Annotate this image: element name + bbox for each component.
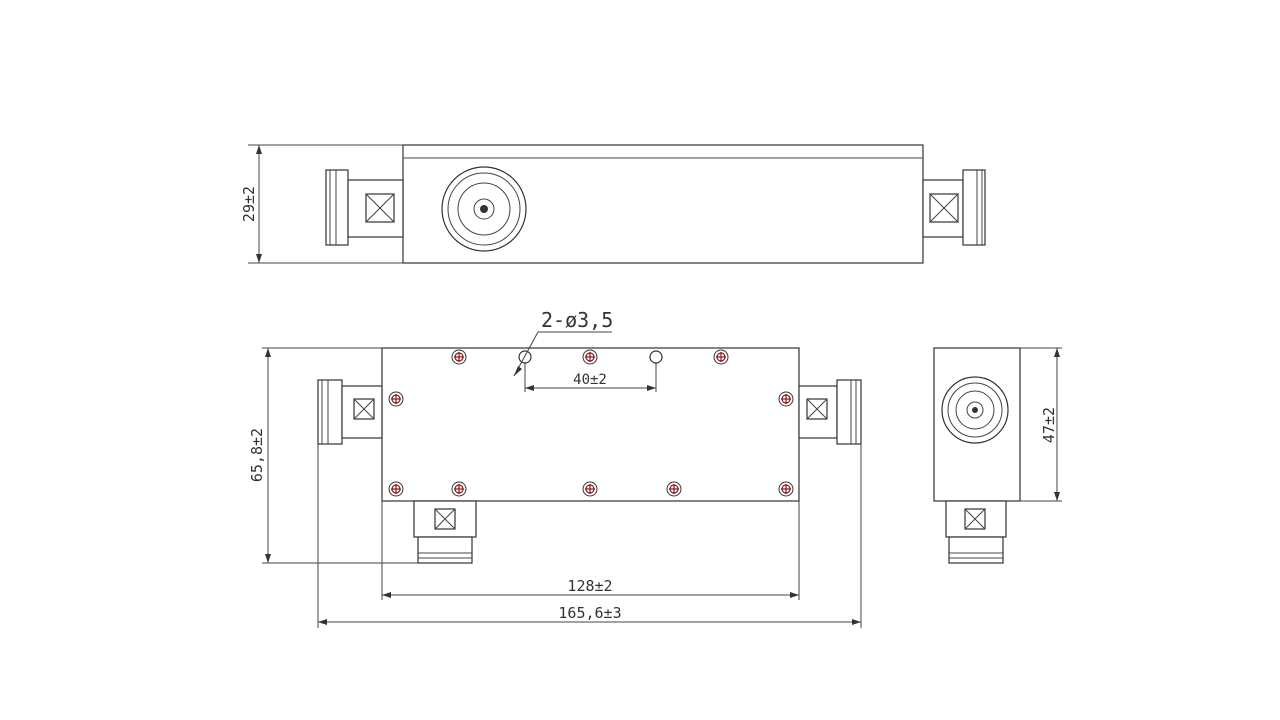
hole-callout: 2-ø3,5 — [513, 308, 613, 377]
screw-icon — [582, 481, 598, 497]
top-right-connector — [922, 169, 986, 246]
front-view: 2-ø3,5 40±2 65,8±2 128±2 — [248, 308, 862, 628]
front-bottom-connector — [413, 500, 477, 564]
dim-front-height: 65,8±2 — [248, 347, 418, 564]
top-left-connector — [325, 169, 404, 246]
dim-label-body-length: 128±2 — [567, 577, 612, 595]
screw-icon — [666, 481, 682, 497]
dim-top-height: 29±2 — [240, 144, 403, 264]
screw-icon — [451, 481, 467, 497]
dim-hole-spacing: 40±2 — [524, 362, 657, 392]
screw-icon — [778, 481, 794, 497]
front-view-body — [381, 347, 800, 502]
front-screws — [388, 349, 794, 497]
side-bottom-connector — [945, 500, 1007, 564]
mounting-hole-left — [518, 350, 532, 364]
dim-label-hole-spacing: 40±2 — [573, 372, 607, 388]
screw-icon — [713, 349, 729, 365]
screw-icon — [778, 391, 794, 407]
screw-icon — [388, 481, 404, 497]
mounting-hole-right — [649, 350, 663, 364]
dim-label-side-height: 47±2 — [1040, 407, 1058, 443]
dim-body-length: 128±2 — [381, 501, 800, 600]
dim-label-front-height: 65,8±2 — [248, 428, 266, 482]
top-view: 29±2 — [240, 144, 986, 264]
screw-icon — [451, 349, 467, 365]
screw-icon — [388, 391, 404, 407]
side-port — [941, 376, 1009, 444]
front-left-connector — [317, 379, 383, 445]
side-view: 47±2 — [933, 347, 1062, 564]
top-center-port — [441, 166, 527, 252]
front-right-connector — [798, 379, 862, 445]
dim-overall-length: 165,6±3 — [317, 444, 862, 628]
dim-side-height: 47±2 — [1020, 347, 1062, 502]
hole-callout-label: 2-ø3,5 — [541, 308, 613, 332]
dim-label-top-height: 29±2 — [240, 186, 258, 222]
dim-label-overall-length: 165,6±3 — [558, 604, 621, 622]
screw-icon — [582, 349, 598, 365]
